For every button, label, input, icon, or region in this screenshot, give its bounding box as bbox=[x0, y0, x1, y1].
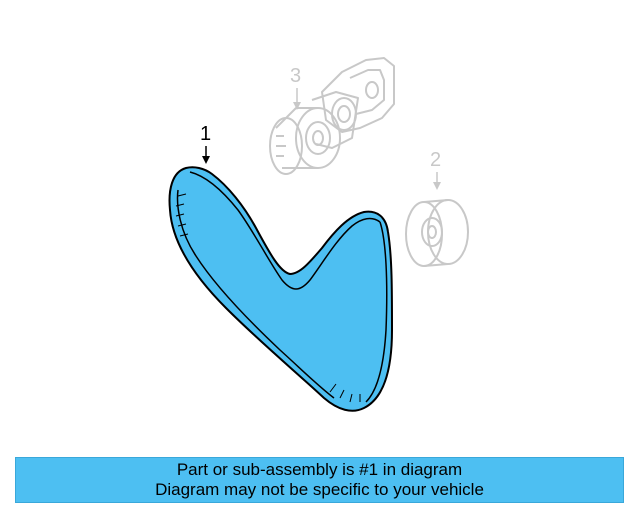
callout-2-label: 2 bbox=[430, 149, 441, 171]
serpentine-belt bbox=[168, 166, 393, 412]
tensioner-assembly bbox=[269, 57, 395, 175]
caption-line-2: Diagram may not be specific to your vehi… bbox=[155, 480, 484, 499]
parts-diagram: 3 2 1 bbox=[168, 57, 469, 412]
callout-3-label: 3 bbox=[290, 65, 301, 87]
callout-1-label: 1 bbox=[200, 123, 211, 145]
caption-line-1: Part or sub-assembly is #1 in diagram bbox=[176, 460, 463, 479]
callout-2: 2 bbox=[430, 149, 441, 190]
callout-3: 3 bbox=[290, 65, 301, 110]
callout-1: 1 bbox=[200, 123, 211, 164]
idler-pulley bbox=[405, 199, 469, 267]
caption-bar: Part or sub-assembly is #1 in diagram Di… bbox=[15, 457, 624, 503]
